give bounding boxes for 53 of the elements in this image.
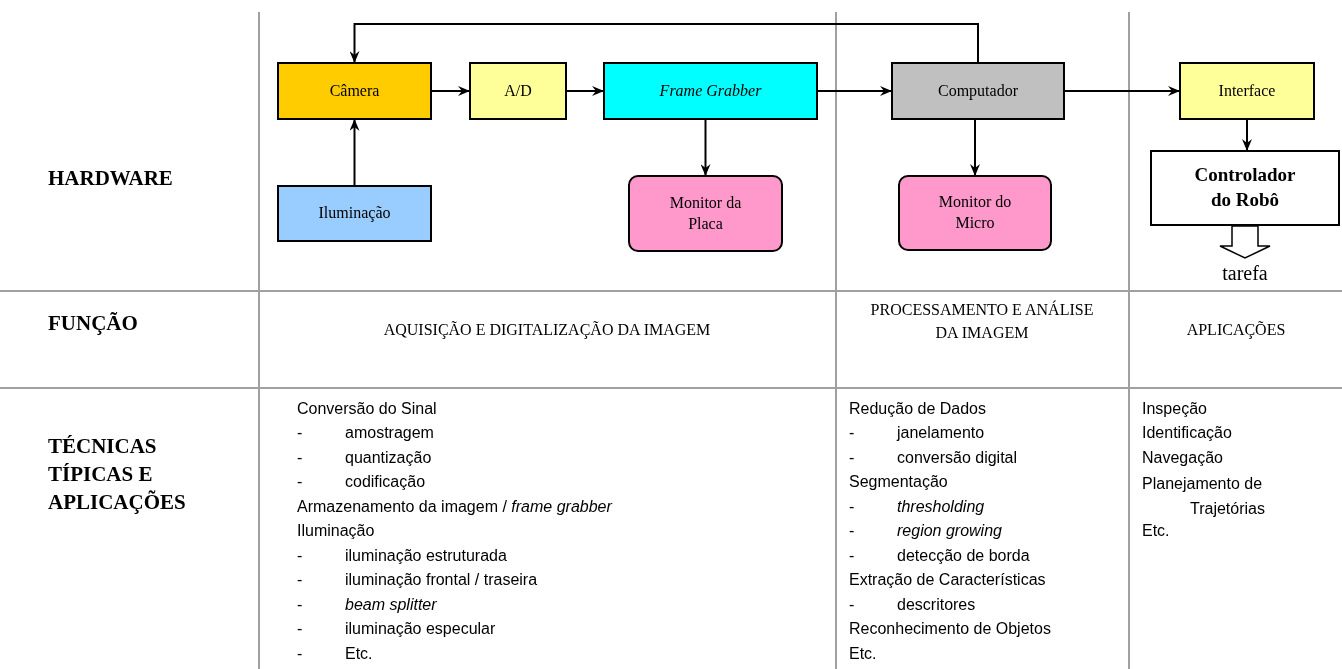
monitor-box: Monitor da Placa <box>628 175 783 252</box>
technique-item: - iluminação especular <box>297 619 496 640</box>
technique-item: Iluminação <box>297 521 375 542</box>
technique-item: Identificação <box>1142 423 1232 444</box>
monitor-box: Monitor do Micro <box>898 175 1052 251</box>
technique-item: - descritores <box>849 594 976 615</box>
controller-box: Controlador do Robô <box>1150 150 1340 226</box>
technique-item: Reconhecimento de Objetos <box>849 619 1051 640</box>
technique-item: - Etc. <box>297 643 373 664</box>
camera-box: Câmera <box>277 62 432 120</box>
row-header: HARDWARE <box>48 165 173 192</box>
function-text: PROCESSAMENTO E ANÁLISE DA IMAGEM <box>870 299 1094 343</box>
frame-grabber-box: Frame Grabber <box>603 62 818 120</box>
technique-item: - region growing <box>849 521 1002 542</box>
arrow <box>1242 119 1252 151</box>
technique-item: - thresholding <box>849 496 985 517</box>
technique-item: Planejamento de Trajetórias <box>1142 474 1266 519</box>
technique-item: Etc. <box>1142 521 1170 542</box>
arrow <box>349 119 360 186</box>
lighting-box: Iluminação <box>277 185 432 242</box>
function-text: APLICAÇÕES <box>1185 320 1287 341</box>
technique-item: Conversão do Sinal <box>297 399 437 419</box>
technique-item: - iluminação frontal / traseira <box>297 570 538 591</box>
technique-item: Segmentação <box>849 472 948 493</box>
technique-item: Navegação <box>1142 447 1223 468</box>
technique-item: - detecção de borda <box>849 545 1030 566</box>
technique-item: - amostragem <box>297 423 434 444</box>
arrow <box>349 23 979 63</box>
arrow <box>970 119 980 176</box>
technique-item: - codificação <box>297 472 426 493</box>
function-text: AQUISIÇÃO E DIGITALIZAÇÃO DA IMAGEM <box>382 320 712 341</box>
interface-box: Interface <box>1179 62 1315 120</box>
row-header: FUNÇÃO <box>48 310 138 337</box>
output-label: tarefa <box>1205 258 1285 288</box>
technique-item: - iluminação estruturada <box>297 545 507 566</box>
block-arrow <box>1219 225 1271 259</box>
technique-item: Etc. <box>849 643 877 664</box>
technique-item: Redução de Dados <box>849 399 986 419</box>
technique-item: - beam splitter <box>297 594 437 615</box>
arrow <box>700 119 711 176</box>
technique-item: Extração de Características <box>849 570 1046 591</box>
technique-item: - conversão digital <box>849 447 1018 468</box>
row-header: TÉCNICAS TÍPICAS E APLICAÇÕES <box>48 433 187 516</box>
arrow <box>431 86 470 96</box>
technique-item: Armazenamento da imagem / frame grabber <box>297 496 612 517</box>
technique-item: Inspeção <box>1142 399 1207 419</box>
technique-item: - janelamento <box>849 423 985 444</box>
arrow <box>817 86 892 96</box>
technique-item: - quantização <box>297 447 432 468</box>
arrow <box>566 86 604 96</box>
computer-box: Computador <box>891 62 1065 120</box>
arrow <box>1064 86 1180 96</box>
converter-box: A/D <box>469 62 567 120</box>
